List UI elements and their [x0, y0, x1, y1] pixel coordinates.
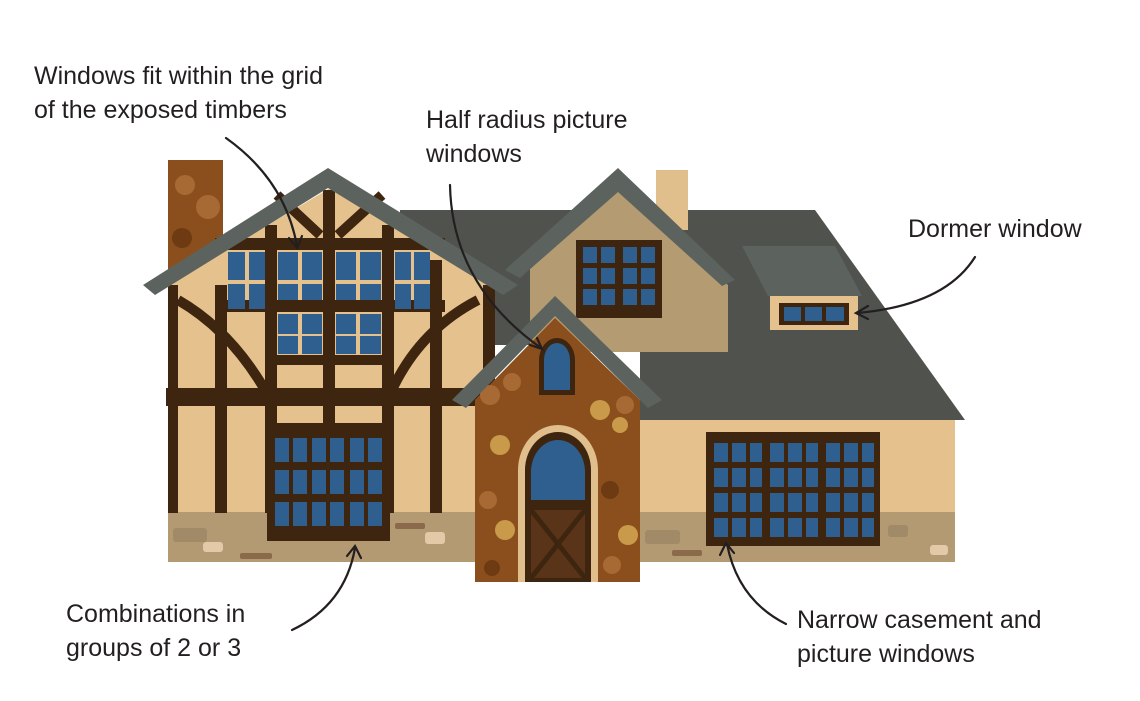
porch-roof	[452, 296, 662, 408]
annotation-grid-windows-line1: Windows fit within the grid	[34, 62, 324, 90]
annotation-half-radius: Half radius picture windows	[426, 103, 627, 171]
arrow-combinations	[290, 546, 357, 632]
arrow-dormer	[856, 255, 977, 315]
annotation-half-radius-line1: Half radius picture	[426, 106, 628, 134]
arrow-casement	[725, 542, 788, 626]
middle-gable-roof	[505, 168, 735, 286]
annotation-grid-windows-line2: of the exposed timbers	[34, 96, 287, 124]
annotation-dormer-line1: Dormer window	[908, 215, 1082, 243]
annotation-dormer: Dormer window	[908, 212, 1082, 246]
annotation-grid-windows: Windows fit within the grid of the expos…	[34, 59, 323, 127]
annotation-casement-line1: Narrow casement and	[797, 606, 1042, 634]
arrow-half-radius	[448, 183, 543, 350]
dormer-roof	[742, 246, 862, 296]
annotation-combinations-line1: Combinations in	[66, 600, 246, 628]
annotation-half-radius-line2: windows	[426, 140, 522, 168]
annotation-casement: Narrow casement and picture windows	[797, 603, 1042, 671]
annotation-casement-line2: picture windows	[797, 640, 975, 668]
arrow-grid-windows	[224, 136, 299, 248]
upper-tudor-windows	[228, 252, 430, 354]
porch-stones	[479, 373, 638, 576]
annotation-combinations: Combinations in groups of 2 or 3	[66, 597, 245, 665]
annotation-combinations-line2: groups of 2 or 3	[66, 634, 242, 662]
annotation-arrows	[224, 136, 977, 632]
